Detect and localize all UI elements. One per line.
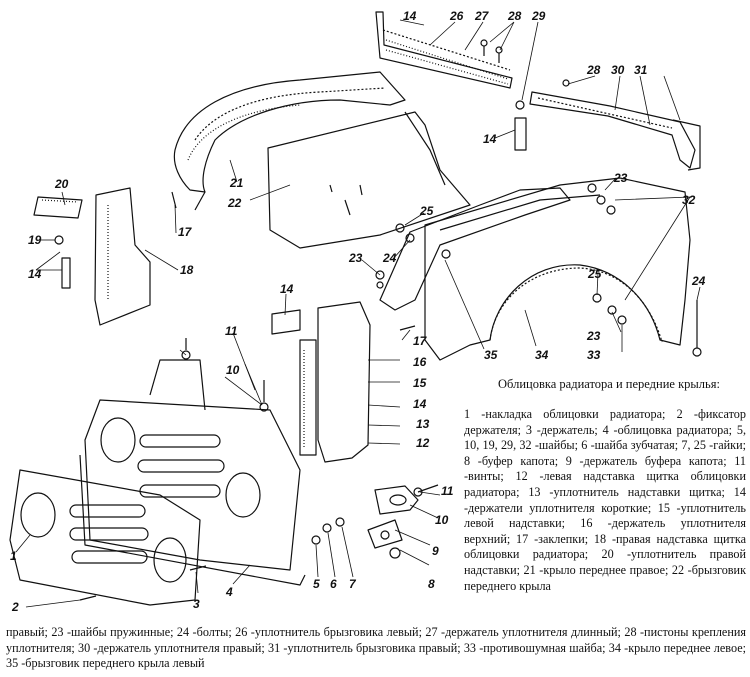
callout-21: 21 [230, 176, 244, 190]
callout-24-right: 24 [692, 274, 706, 288]
callout-18: 18 [180, 263, 194, 277]
callout-11-lower: 11 [441, 484, 454, 498]
callout-14-center: 14 [280, 282, 294, 296]
callout-14-top: 14 [403, 9, 417, 23]
part-hood-buffer [367, 485, 419, 549]
callout-14-mid: 14 [413, 397, 427, 411]
callout-35: 35 [484, 348, 498, 362]
part-mudguard-left [379, 187, 571, 311]
part-shield-extension-left [271, 301, 371, 463]
callout-13: 13 [416, 417, 430, 431]
part-seal-strip-long [375, 11, 513, 89]
callout-16: 16 [413, 355, 427, 369]
callout-23-top: 23 [614, 171, 628, 185]
callout-10-lower: 10 [435, 513, 449, 527]
part-shield-extension-right [33, 187, 151, 326]
callout-7: 7 [349, 577, 356, 591]
callout-4: 4 [226, 585, 233, 599]
legend-text-right: 1 -накладка облицовки радиатора; 2 -фикс… [464, 407, 746, 593]
part-pistons [480, 39, 503, 63]
callout-28-right: 28 [587, 63, 601, 77]
callout-12: 12 [416, 436, 430, 450]
legend-text-bottom: правый; 23 -шайбы пружинные; 24 -болты; … [6, 625, 746, 671]
callout-31: 31 [634, 63, 648, 77]
callout-9: 9 [432, 544, 439, 558]
callout-24-left: 24 [383, 251, 397, 265]
callout-27: 27 [475, 9, 489, 23]
part-fender-left [424, 177, 691, 361]
part-fender-right [173, 71, 406, 211]
callout-30: 30 [611, 63, 625, 77]
callout-26: 26 [450, 9, 464, 23]
callout-34: 34 [535, 348, 549, 362]
callout-2: 2 [12, 600, 19, 614]
callout-25-bottom: 25 [588, 267, 602, 281]
callout-1: 1 [10, 549, 17, 563]
callout-17-lower: 17 [413, 334, 427, 348]
leader-lines [15, 19, 701, 608]
callout-15: 15 [413, 376, 427, 390]
callout-23-mid: 23 [349, 251, 363, 265]
callout-22: 22 [228, 196, 242, 210]
callout-17-upper: 17 [178, 225, 192, 239]
callout-33: 33 [587, 348, 601, 362]
callout-3: 3 [193, 597, 200, 611]
part-mudguard-right [267, 111, 471, 249]
caption-title: Облицовка радиатора и передние крылья: [498, 377, 720, 391]
part-washer-29 [515, 100, 525, 110]
part-radiator-grille [79, 359, 306, 586]
callout-25-top: 25 [420, 204, 434, 218]
part-grille-overlay [9, 469, 201, 606]
callout-20: 20 [55, 177, 69, 191]
callout-32: 32 [682, 193, 696, 207]
callout-11-upper: 11 [225, 324, 238, 338]
callout-14-left: 14 [28, 267, 42, 281]
callout-14-right-strip: 14 [483, 132, 497, 146]
callout-8: 8 [428, 577, 435, 591]
callout-23-bottom: 23 [587, 329, 601, 343]
callout-29: 29 [532, 9, 546, 23]
callout-28-top: 28 [508, 9, 522, 23]
part-seal-strip-right [514, 79, 701, 171]
callout-5: 5 [313, 577, 320, 591]
callout-6: 6 [330, 577, 337, 591]
callout-19: 19 [28, 233, 42, 247]
callout-10-upper: 10 [226, 363, 240, 377]
